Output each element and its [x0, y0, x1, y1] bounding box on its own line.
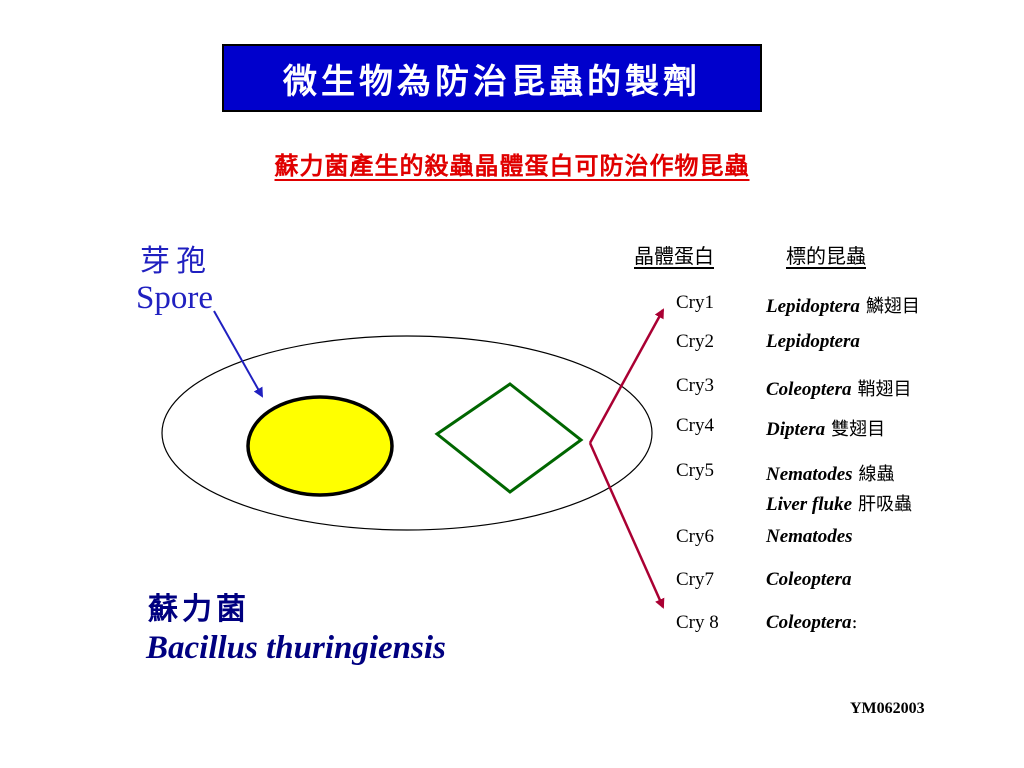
bracket-arrow-lower [588, 442, 665, 609]
cry-target-en: Diptera [766, 419, 826, 440]
cry-target-en: Coleoptera [766, 612, 852, 633]
crystal-protein-shape [434, 382, 584, 494]
subtitle-text: 蘇力菌產生的殺蟲晶體蛋白可防治作物昆蟲 [274, 151, 750, 180]
cry-target-en: Lepidoptera [766, 296, 860, 317]
cry-target-en: Nematodes [766, 526, 853, 547]
cry-extra-target-order: 肝吸蟲 [858, 494, 913, 515]
cry-target-en: Nematodes [766, 464, 853, 485]
cry-target-en: Coleoptera [766, 379, 852, 400]
cry-target-order: 線蟲 [858, 464, 895, 485]
footer-code: YM062003 [850, 700, 925, 717]
spore-label-chinese: 芽孢 [140, 244, 212, 279]
cry-target: Coleoptera [766, 569, 858, 591]
cry-target-en: Lepidoptera [766, 331, 860, 352]
bracket-arrow-upper [588, 308, 665, 444]
cry-extra-target-en: Liver fluke [766, 494, 853, 515]
header-target-insect: 標的昆蟲 [786, 244, 866, 268]
cry-name: Cry2 [676, 331, 714, 352]
cry-target: Nematodes [766, 526, 859, 548]
title-banner: 微生物為防治昆蟲的製劑 [222, 44, 762, 112]
header-crystal-protein: 晶體蛋白 [634, 244, 714, 268]
cry-target: Lepidoptera [766, 331, 866, 353]
cry-name: Cry1 [676, 292, 714, 313]
cry-target-order: 鱗翅目 [865, 296, 920, 317]
cry-target-en: Coleoptera [766, 569, 852, 590]
spore-pointer-arrow [213, 310, 263, 398]
cry-target-order: : [851, 612, 858, 633]
cry-target-order: 雙翅目 [831, 419, 886, 440]
cry-name: Cry4 [676, 415, 714, 436]
spore-label-english: Spore [136, 280, 213, 316]
subtitle: 蘇力菌產生的殺蟲晶體蛋白可防治作物昆蟲 [0, 146, 1024, 181]
organism-name-chinese: 蘇力菌 [148, 592, 250, 627]
page-title: 微生物為防治昆蟲的製劑 [283, 61, 701, 102]
cry-name: Cry3 [676, 375, 714, 396]
cry-target: Coleoptera: [766, 612, 858, 634]
cry-name: Cry7 [676, 569, 714, 590]
organism-name-latin: Bacillus thuringiensis [146, 630, 446, 666]
cry-name: Cry 8 [676, 612, 719, 633]
spore-shape [246, 395, 394, 497]
cry-name: Cry6 [676, 526, 714, 547]
cry-name: Cry5 [676, 460, 714, 481]
bacterium-cell-outline [161, 335, 653, 531]
cry-target-order: 鞘翅目 [857, 379, 912, 400]
